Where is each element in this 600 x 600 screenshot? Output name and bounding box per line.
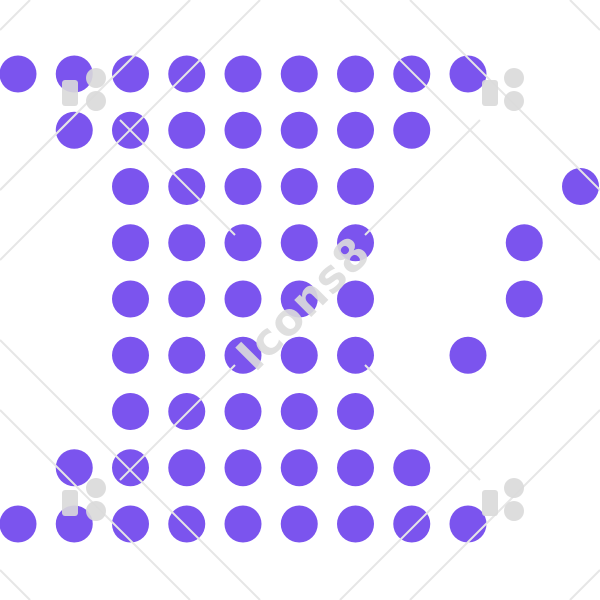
dot	[280, 168, 318, 205]
dot	[224, 168, 262, 205]
dot	[112, 224, 149, 262]
dot	[337, 280, 374, 318]
dot	[112, 111, 149, 149]
dot	[280, 336, 318, 374]
dot	[224, 336, 262, 374]
dot	[224, 55, 262, 93]
dot	[449, 55, 487, 93]
dot	[505, 280, 543, 318]
dot	[112, 505, 149, 543]
dot	[168, 55, 206, 93]
dot	[280, 449, 318, 487]
dot	[224, 449, 262, 487]
dot	[112, 280, 149, 318]
dot	[337, 111, 374, 149]
dot	[337, 55, 374, 93]
dot	[337, 393, 374, 430]
dot	[337, 224, 374, 262]
dot	[0, 55, 37, 93]
dot	[168, 449, 206, 487]
dot	[168, 336, 206, 374]
dot	[337, 505, 374, 543]
dot	[393, 449, 431, 487]
dot	[112, 336, 149, 374]
dot	[168, 224, 206, 262]
dot	[55, 449, 93, 487]
dot	[393, 505, 431, 543]
dot	[168, 111, 206, 149]
dot	[280, 280, 318, 318]
dot	[55, 505, 93, 543]
dot	[224, 393, 262, 430]
dot	[224, 111, 262, 149]
dot	[280, 505, 318, 543]
dot	[280, 55, 318, 93]
dot	[449, 336, 487, 374]
dot	[112, 449, 149, 487]
dot	[505, 224, 543, 262]
dot	[112, 55, 149, 93]
dot	[562, 168, 599, 205]
dot	[393, 111, 431, 149]
dot	[55, 55, 93, 93]
dot	[168, 505, 206, 543]
dot	[224, 224, 262, 262]
dot	[224, 280, 262, 318]
dot	[280, 224, 318, 262]
dot	[55, 111, 93, 149]
dot	[449, 505, 487, 543]
dot	[0, 505, 37, 543]
dot	[112, 168, 149, 205]
dot	[224, 505, 262, 543]
dot	[337, 449, 374, 487]
dot	[280, 393, 318, 430]
dot	[112, 393, 149, 430]
dot	[168, 393, 206, 430]
dot	[393, 55, 431, 93]
dot	[168, 168, 206, 205]
dot	[337, 168, 374, 205]
dot	[337, 336, 374, 374]
dot	[280, 111, 318, 149]
dot	[168, 280, 206, 318]
